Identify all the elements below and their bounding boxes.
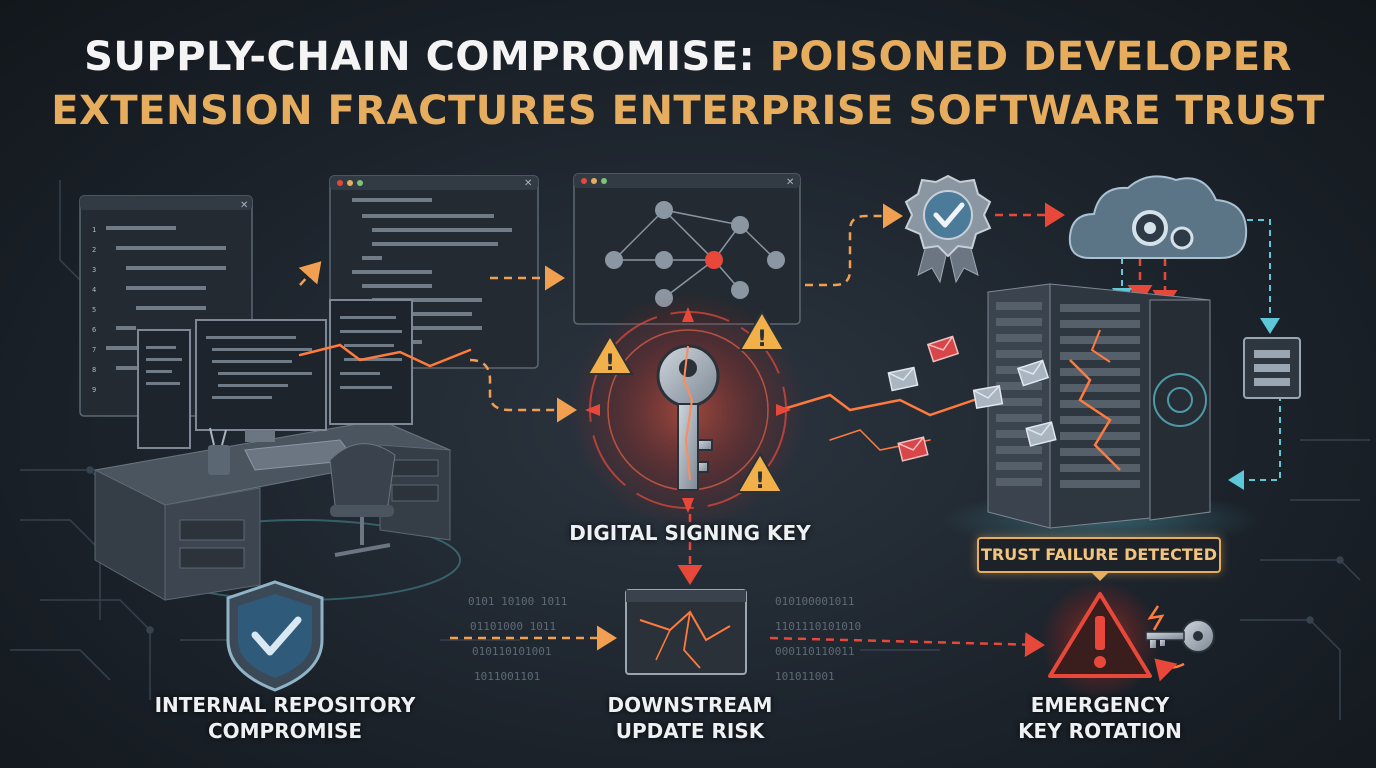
svg-text:000110110011: 000110110011	[775, 645, 854, 658]
page-title-line-1: SUPPLY-CHAIN COMPROMISE: POISONED DEVELO…	[0, 34, 1376, 80]
page-title-line-2: EXTENSION FRACTURES ENTERPRISE SOFTWARE …	[51, 88, 1325, 134]
rotation-key-icon	[1145, 605, 1215, 682]
svg-text:1011001101: 1011001101	[474, 670, 540, 683]
svg-text:!: !	[755, 469, 765, 494]
svg-text:01101000 1011: 01101000 1011	[470, 620, 556, 633]
svg-text:2: 2	[92, 246, 96, 254]
cloud-gear-icon	[1068, 175, 1248, 259]
svg-text:1101110101010: 1101110101010	[775, 620, 861, 633]
repo-compromise-label: INTERNAL REPOSITORY COMPROMISE	[145, 692, 425, 744]
rotation-label-line-2: KEY ROTATION	[1018, 719, 1182, 743]
svg-text:3: 3	[92, 266, 96, 274]
title-gold-part: POISONED DEVELOPER	[769, 34, 1292, 80]
rotation-label-line-1: EMERGENCY	[1030, 693, 1170, 717]
key-rotation-label: EMERGENCY KEY ROTATION	[960, 692, 1240, 744]
repo-label-line-2: COMPROMISE	[207, 719, 363, 743]
warning-triangle-icon: !	[586, 334, 634, 376]
envelope-icon	[1025, 421, 1057, 447]
svg-text:!: !	[757, 327, 767, 352]
envelope-icon	[926, 335, 960, 363]
certificate-badge-icon	[904, 174, 992, 284]
downstream-risk-label: DOWNSTREAM UPDATE RISK	[560, 692, 820, 744]
envelope-icon	[972, 385, 1004, 409]
warning-triangle-icon: !	[738, 310, 786, 352]
svg-text:✕: ✕	[786, 177, 794, 188]
svg-text:6: 6	[92, 326, 96, 334]
envelope-icon	[897, 436, 929, 462]
warning-triangle-icon: !	[736, 452, 784, 494]
config-panel-icon	[1243, 337, 1301, 399]
broken-window-icon	[625, 589, 747, 675]
repo-label-line-1: INTERNAL REPOSITORY	[154, 693, 416, 717]
binary-stream-left: 0101 10100 1011 01101000 1011 0101101010…	[468, 595, 567, 683]
svg-text:✕: ✕	[524, 178, 532, 189]
downstream-label-line-2: UPDATE RISK	[615, 719, 765, 743]
binary-stream-right: 010100001011 1101110101010 000110110011 …	[775, 595, 861, 683]
emergency-warning-icon	[1040, 580, 1160, 700]
server-rack-icon	[940, 283, 1260, 550]
svg-text:5: 5	[92, 306, 96, 314]
svg-text:101011001: 101011001	[775, 670, 835, 683]
downstream-label-line-1: DOWNSTREAM	[607, 693, 773, 717]
title-white-part: SUPPLY-CHAIN COMPROMISE:	[84, 34, 756, 80]
developer-workstation	[93, 299, 461, 601]
svg-text:4: 4	[92, 286, 96, 294]
svg-text:✕: ✕	[240, 200, 248, 211]
svg-text:8: 8	[92, 366, 96, 374]
svg-text:9: 9	[92, 386, 96, 394]
svg-text:0101 10100 1011: 0101 10100 1011	[468, 595, 567, 608]
dependency-graph-window: ✕	[573, 173, 801, 325]
svg-text:1: 1	[92, 226, 96, 234]
envelope-icon	[1016, 359, 1050, 387]
envelope-icon	[887, 366, 919, 392]
shield-check-icon	[226, 580, 324, 692]
flow-arrows	[298, 203, 903, 651]
svg-text:!: !	[605, 351, 615, 376]
svg-text:7: 7	[92, 346, 96, 354]
svg-text:010100001011: 010100001011	[775, 595, 854, 608]
signing-key-label: DIGITAL SIGNING KEY	[569, 521, 811, 545]
svg-text:010110101001: 010110101001	[472, 645, 551, 658]
trust-failure-badge: TRUST FAILURE DETECTED	[977, 537, 1221, 581]
